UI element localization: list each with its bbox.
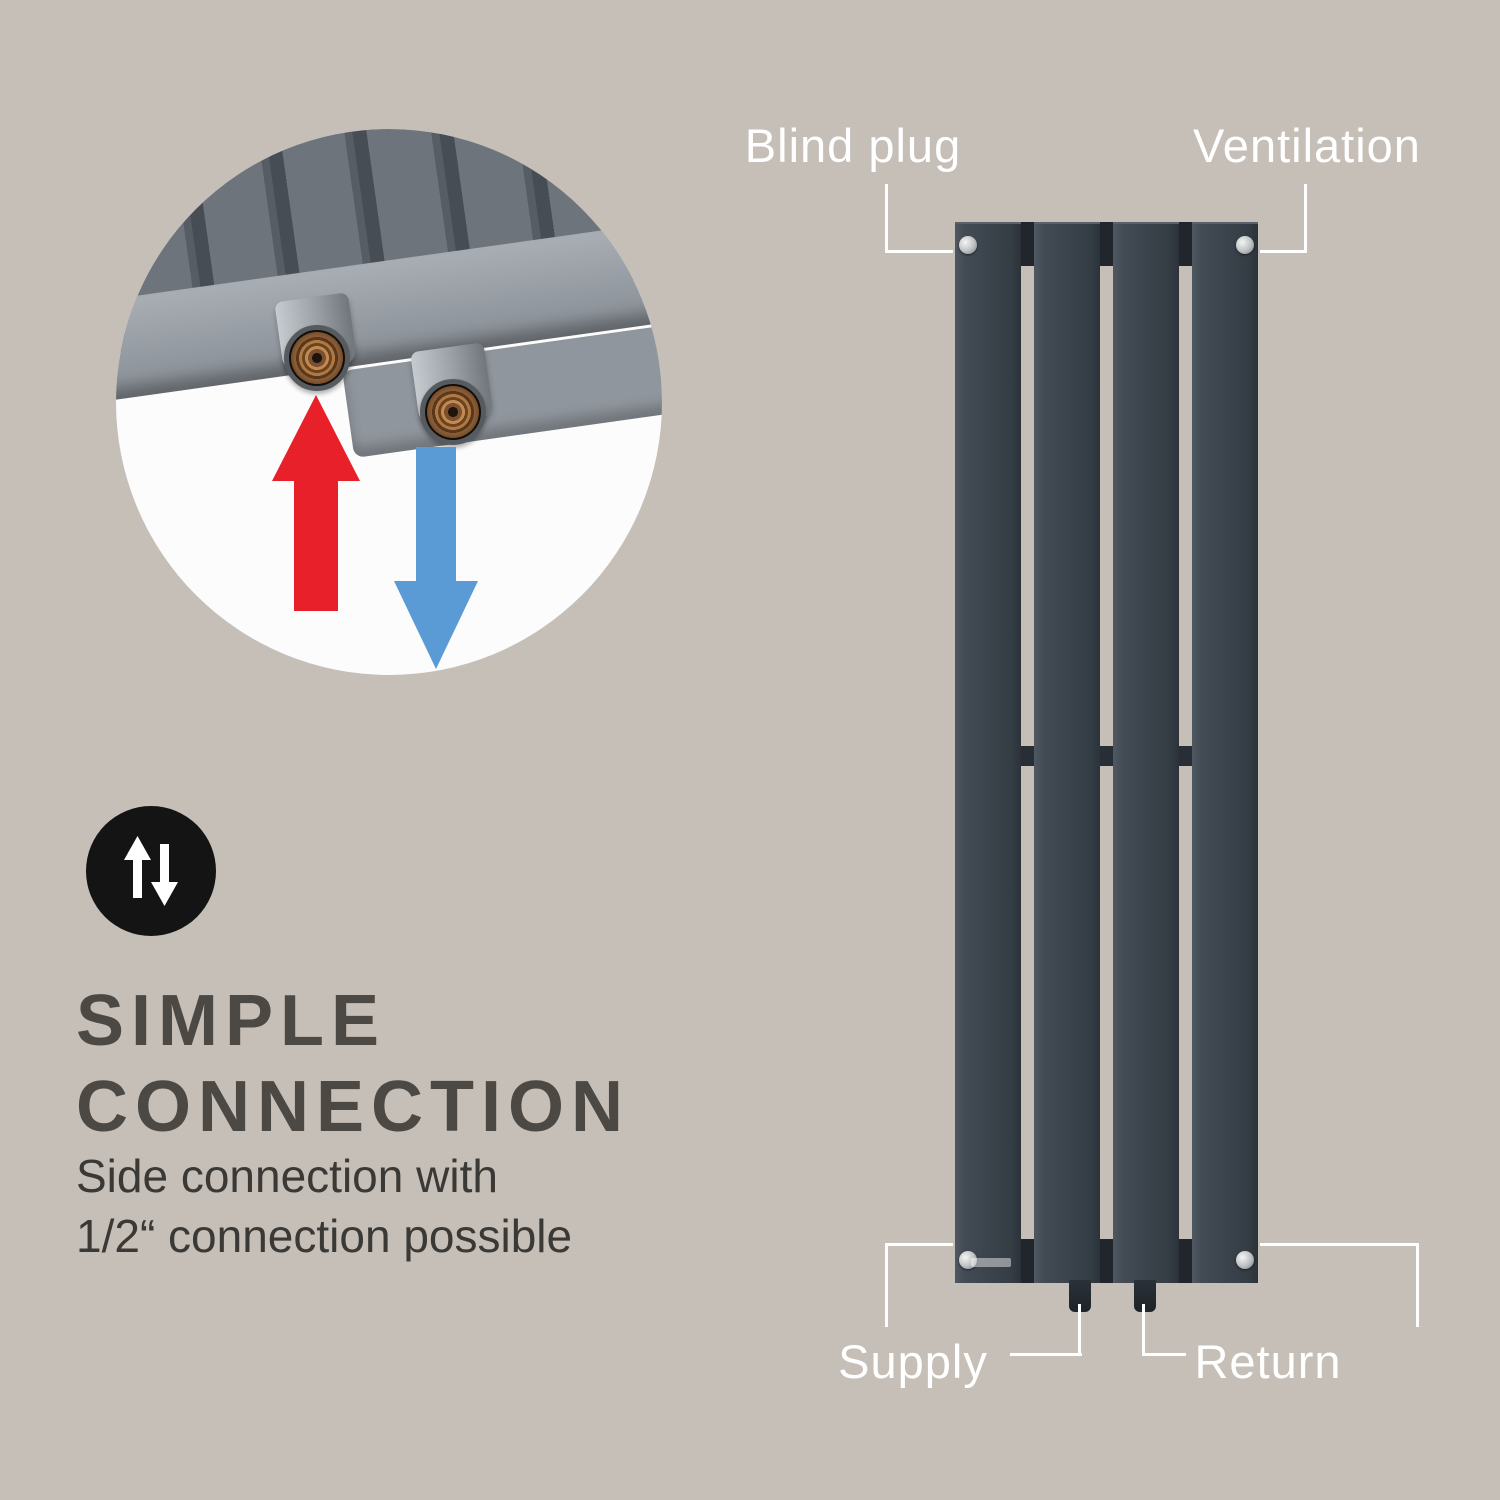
label-supply: Supply — [838, 1335, 988, 1388]
return-valve-pointer-line — [1142, 1353, 1186, 1356]
supply-valve — [1069, 1280, 1091, 1312]
ventilation-screw — [1236, 236, 1254, 254]
supply-valve-pointer-line — [1010, 1353, 1082, 1356]
up-down-arrows-icon — [86, 806, 216, 936]
bottom-left-screw — [959, 1251, 977, 1269]
feature-subtitle-line2: 1/2“ connection possible — [76, 1210, 573, 1262]
panel-connector — [1019, 1239, 1036, 1283]
supply-flow-arrow-icon — [272, 395, 360, 611]
label-return: Return — [1194, 1335, 1342, 1388]
panel-connector — [1177, 1239, 1194, 1283]
radiator-panel — [1192, 222, 1258, 1283]
panel-connector — [1098, 1239, 1115, 1283]
supply-pointer-line — [885, 1243, 953, 1246]
panel-connector — [1098, 222, 1115, 266]
feature-subtitle-line1: Side connection with — [76, 1150, 498, 1202]
radiator-panel — [955, 222, 1021, 1283]
return-pointer-line — [1260, 1243, 1419, 1246]
ventilation-pointer-line — [1260, 250, 1307, 253]
brand-mark — [971, 1258, 1011, 1267]
flow-arrows — [272, 395, 478, 669]
supply-pointer-line — [885, 1243, 888, 1327]
feature-title-line2: CONNECTION — [76, 1067, 630, 1147]
radiator — [955, 222, 1258, 1312]
panel-connector — [1019, 746, 1036, 766]
label-ventilation: Ventilation — [1193, 119, 1421, 172]
radiator-panel — [1113, 222, 1179, 1283]
panel-connector — [1098, 746, 1115, 766]
return-pointer-line — [1416, 1243, 1419, 1327]
blind-plug-screw — [959, 236, 977, 254]
feature-subtitle: Side connection with 1/2“ connection pos… — [76, 1146, 572, 1266]
threaded-hole-right — [420, 379, 486, 445]
ventilation-pointer-line — [1304, 184, 1307, 250]
blind-plug-pointer-line — [885, 250, 953, 253]
blind-plug-pointer-line — [885, 184, 888, 250]
panel-connector — [1177, 222, 1194, 266]
supply-valve-pointer-line — [1078, 1304, 1081, 1356]
feature-title-line1: SIMPLE — [76, 981, 387, 1061]
label-blind-plug: Blind plug — [744, 119, 962, 172]
return-flow-arrow-icon — [394, 447, 478, 669]
return-valve — [1134, 1280, 1156, 1312]
bottom-right-screw — [1236, 1251, 1254, 1269]
connection-closeup-photo — [116, 129, 662, 675]
panel-connector — [1177, 746, 1194, 766]
panel-connector — [1019, 222, 1036, 266]
radiator-panel — [1034, 222, 1100, 1283]
threaded-hole-left — [284, 325, 350, 391]
return-valve-pointer-line — [1142, 1304, 1145, 1356]
